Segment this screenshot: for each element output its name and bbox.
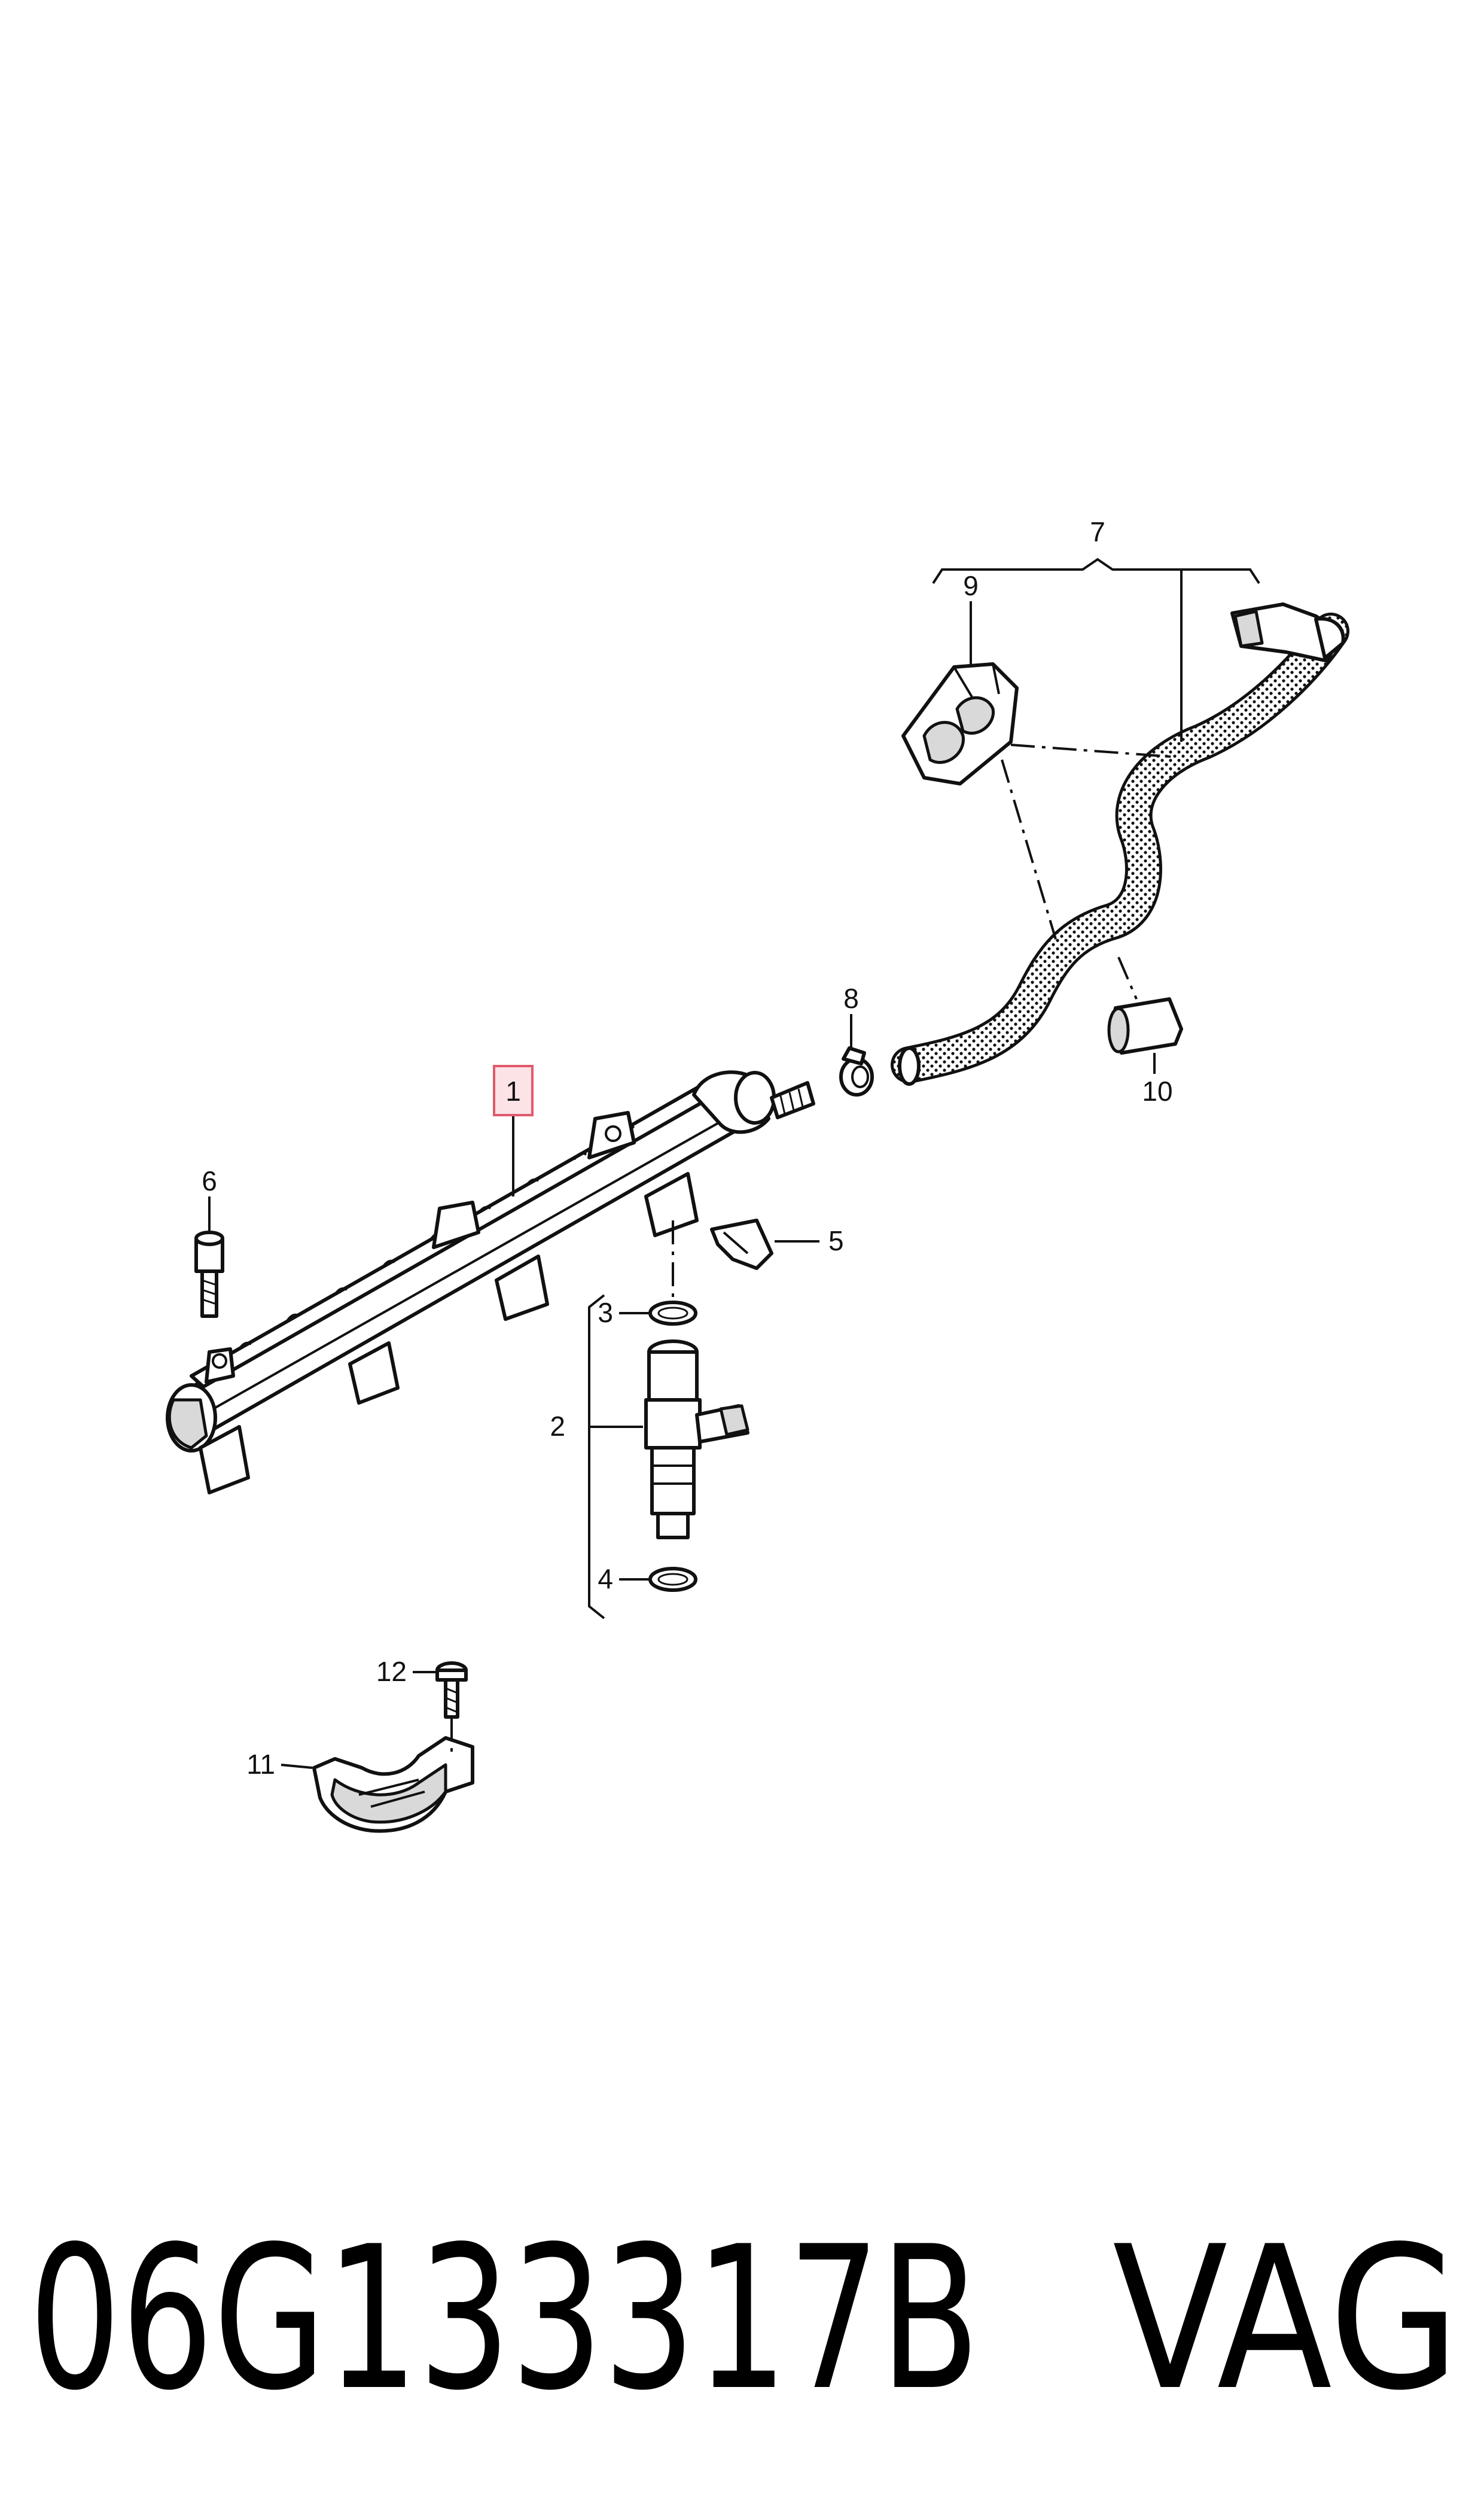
hose-holder <box>901 601 1173 940</box>
callout-1[interactable]: 1 <box>493 1065 534 1116</box>
callout-label-4[interactable]: 4 <box>598 1563 613 1594</box>
callout-label-9[interactable]: 9 <box>963 570 979 601</box>
callout-label-1: 1 <box>505 1076 521 1107</box>
protective-sleeve <box>1107 957 1183 1074</box>
rail-mounting-bolt <box>194 1196 224 1318</box>
callout-label-5[interactable]: 5 <box>828 1225 844 1256</box>
callout-label-6[interactable]: 6 <box>202 1165 217 1196</box>
callout-label-3[interactable]: 3 <box>598 1297 613 1328</box>
callout-label-2[interactable]: 2 <box>550 1411 565 1442</box>
fuel-rail <box>166 1070 815 1494</box>
retaining-clip <box>710 1219 819 1270</box>
hose-clamp <box>839 1014 874 1097</box>
brand-name: VAG <box>1113 2204 1459 2434</box>
callout-label-11[interactable]: 11 <box>246 1749 275 1780</box>
callout-label-8[interactable]: 8 <box>843 983 859 1014</box>
fuel-injector-assembly <box>588 1220 749 1619</box>
callout-label-7[interactable]: 7 <box>1090 516 1105 547</box>
part-number: 06G133317B <box>29 2204 980 2434</box>
callout-label-10[interactable]: 10 <box>1142 1076 1172 1107</box>
bracket-screw <box>413 1661 468 1759</box>
callout-label-12[interactable]: 12 <box>376 1656 407 1687</box>
rail-bracket <box>281 1736 474 1833</box>
fuel-hose <box>891 558 1349 1086</box>
